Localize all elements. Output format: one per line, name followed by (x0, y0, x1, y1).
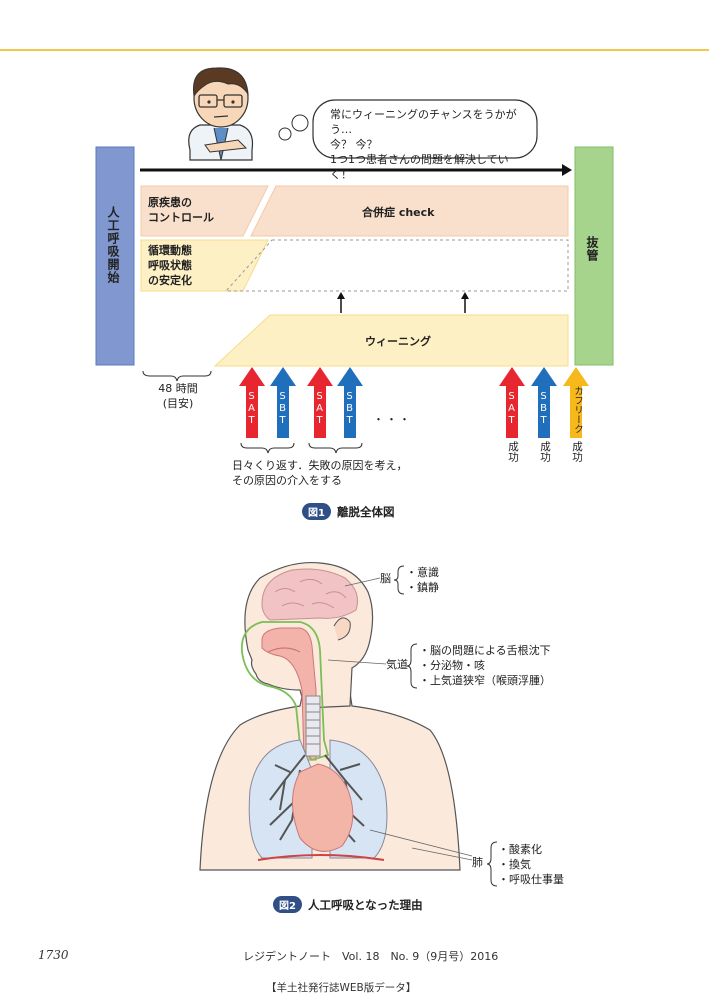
sbt-arrow-2 (337, 367, 363, 438)
figure1-caption-text: 離脱全体図 (336, 505, 395, 519)
repeat-note: 日々くり返す．失敗の原因を考え， その原因の介入をする (232, 459, 408, 487)
cuff-leak-label: カフリーク (572, 386, 583, 434)
end-label: 抜管 (585, 236, 599, 262)
thought-bubble-text: 常にウィーニングのチャンスをうかがう… 今？ 今？ 1つ1つ患者さんの問題を解決… (330, 107, 530, 182)
sat-label-2: SAT (314, 391, 325, 427)
cuff-leak-arrow (563, 367, 589, 438)
airway-label: 気道 (386, 658, 408, 671)
sbt-label-3: SBT (538, 391, 549, 427)
sat-label-3: SAT (506, 391, 517, 427)
row1-right-label: 合併症 check (362, 206, 435, 219)
weaning-box (213, 314, 569, 367)
start-bar (95, 146, 135, 366)
figure2-badge: 図2 (273, 896, 302, 913)
thought-line-2: 今？ 今？ (330, 138, 378, 151)
page-number: 1730 (38, 948, 69, 962)
figure2-caption: 図2 人工呼吸となった理由 (273, 896, 423, 913)
figure1-caption: 図1 離脱全体図 (302, 503, 394, 520)
sbt-label-2: SBT (344, 391, 355, 427)
sat-arrow-2 (307, 367, 333, 438)
doctor-illustration (188, 67, 254, 161)
lung-label: 肺 (472, 856, 483, 869)
web-edition-note: 【羊土社発行誌WEB版データ】 (266, 982, 417, 994)
sat-arrow-1 (239, 367, 265, 438)
thought-line-3: 1つ1つ患者さんの問題を解決していく！ (330, 153, 509, 181)
brain-items: ・意識 ・鎮静 (406, 566, 439, 594)
row1-right-box (250, 185, 569, 237)
sbt-arrow-1 (270, 367, 296, 438)
top-rule (0, 49, 709, 51)
success-label-3: 成功 (571, 441, 583, 462)
lung-items: ・酸素化 ・換気 ・呼吸仕事量 (498, 843, 564, 886)
success-label-2: 成功 (539, 441, 551, 462)
figure1-badge: 図1 (302, 503, 331, 520)
brain-label: 脳 (380, 572, 391, 585)
sat-arrow-3 (499, 367, 525, 438)
weaning-diagram (95, 67, 614, 454)
thought-line-1: 常にウィーニングのチャンスをうかがう… (330, 108, 517, 136)
sbt-label-1: SBT (277, 391, 288, 427)
journal-info: レジデントノート Vol. 18 No. 9（9月号）2016 (243, 950, 499, 963)
success-label-1: 成功 (507, 441, 519, 462)
row1-left-label: 原疾患の コントロール (148, 196, 214, 224)
thought-bubble (278, 99, 538, 159)
end-bar (574, 146, 614, 366)
row2-left-label: 循環動態 呼吸状態 の安定化 (148, 244, 192, 287)
sbt-arrow-3 (531, 367, 557, 438)
timeline-arrowhead (562, 164, 572, 176)
figure2-caption-text: 人工呼吸となった理由 (307, 898, 423, 912)
time-label: 48 時間 (目安) (158, 382, 198, 410)
row1-left-box (140, 185, 269, 237)
sat-label-1: SAT (246, 391, 257, 427)
continuation-dots: ・・・ (373, 413, 412, 426)
weaning-label: ウィーニング (365, 335, 431, 348)
start-label: 人工呼吸開始 (106, 206, 120, 284)
airway-items: ・脳の問題による舌根沈下 ・分泌物・咳 ・上気道狭窄（喉頭浮腫） (419, 644, 551, 687)
